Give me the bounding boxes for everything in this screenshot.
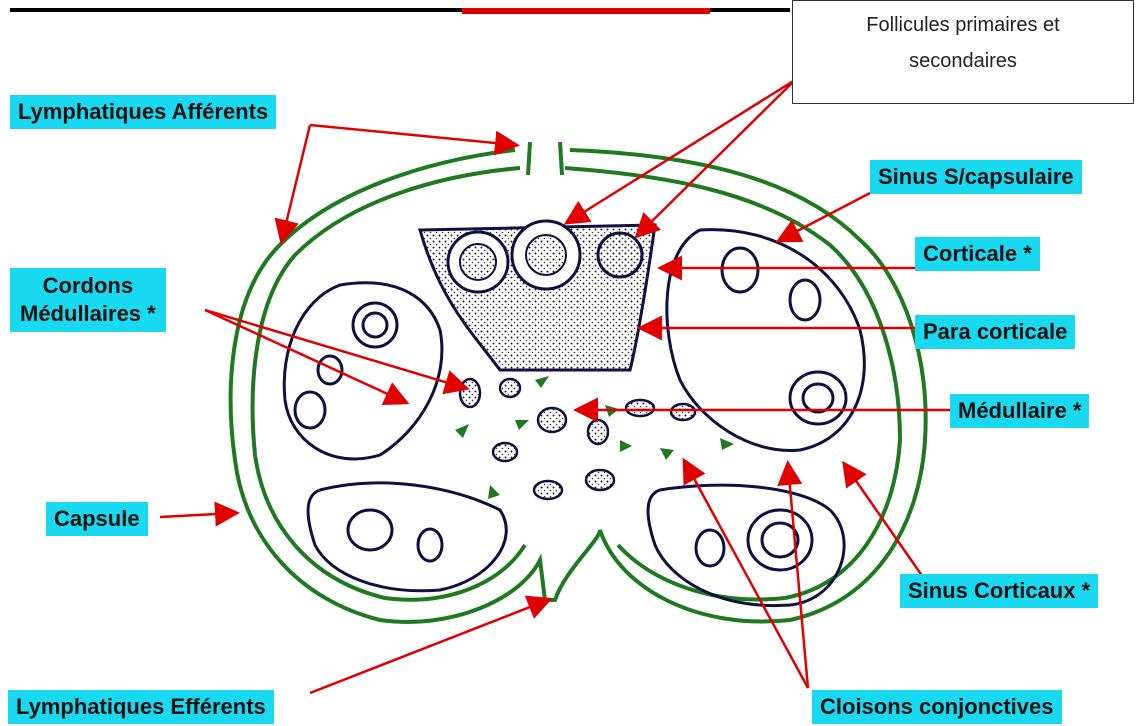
medullary-cords (460, 379, 695, 499)
cordons-line-2: Médullaires * (20, 300, 156, 328)
follicles-line-1: Follicules primaires et (793, 7, 1133, 43)
label-sinus-corticaux: Sinus Corticaux * (900, 574, 1098, 608)
follicles-line-2: secondaires (793, 43, 1133, 79)
label-sinus-s-capsulaire: Sinus S/capsulaire (870, 160, 1082, 194)
label-lymph-afferents: Lymphatiques Afférents (10, 95, 276, 129)
follicles-callout: Follicules primaires et secondaires (792, 0, 1134, 104)
cordons-line-1: Cordons (20, 272, 156, 300)
label-para-corticale: Para corticale (915, 315, 1075, 349)
label-capsule: Capsule (46, 502, 148, 536)
label-lymph-efferents: Lymphatiques Efférents (8, 690, 274, 724)
label-cordons-medullaires: Cordons Médullaires * (10, 268, 166, 332)
follicle-region (420, 221, 655, 370)
label-corticale: Corticale * (915, 237, 1040, 271)
label-medullaire: Médullaire * (950, 394, 1089, 428)
label-cloisons-conjonctives: Cloisons conjonctives (812, 690, 1062, 724)
